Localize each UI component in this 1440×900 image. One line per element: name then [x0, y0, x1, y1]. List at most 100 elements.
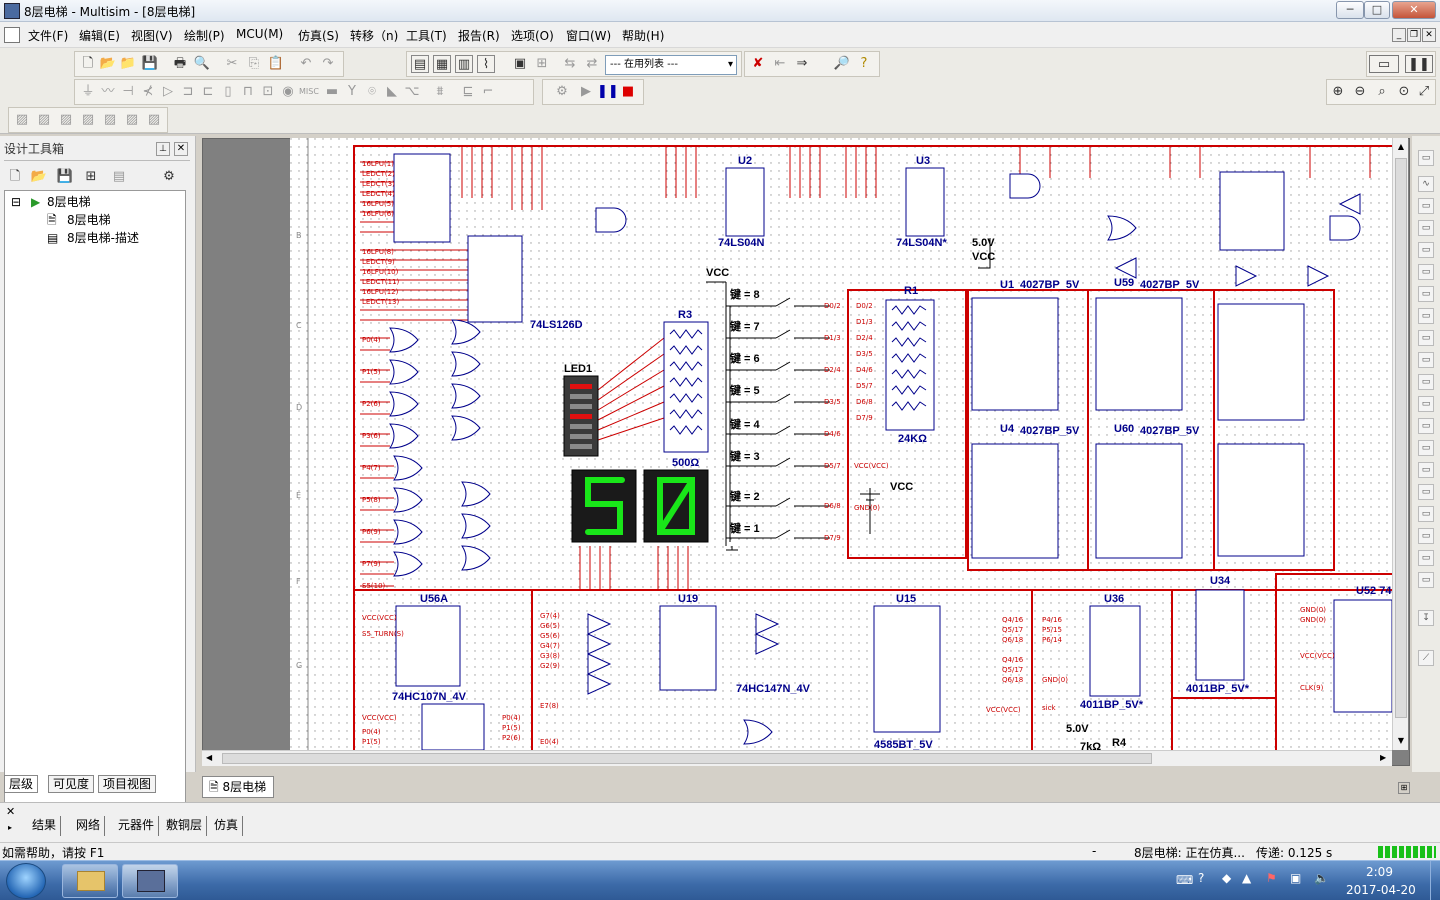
- tab-components[interactable]: 元器件: [114, 816, 160, 836]
- vertical-scrollbar[interactable]: ▲ ▼: [1392, 138, 1408, 750]
- ni-elvis-icon[interactable]: ▭: [1418, 572, 1434, 588]
- cmos-icon[interactable]: ⊏: [202, 84, 214, 99]
- ni-icon[interactable]: ◣: [387, 84, 397, 99]
- clock-date[interactable]: 2017-04-20: [1346, 883, 1416, 897]
- frequency-counter-icon[interactable]: ▭: [1418, 286, 1434, 302]
- menu-file[interactable]: 文件(F): [28, 29, 69, 43]
- mdi-minimize-icon[interactable]: _: [1392, 28, 1406, 42]
- document-icon[interactable]: [4, 27, 20, 43]
- clock-time[interactable]: 2:09: [1366, 865, 1393, 879]
- save-design-icon[interactable]: 💾: [56, 169, 74, 184]
- spectrum-analyzer-icon[interactable]: ▭: [1418, 418, 1434, 434]
- panel-close-icon[interactable]: ✕: [174, 142, 188, 156]
- scroll-right-icon[interactable]: ▶: [1380, 753, 1387, 762]
- source-icon[interactable]: ⏚: [81, 84, 95, 99]
- tab-nets[interactable]: 网络: [72, 816, 106, 836]
- output-close-icon[interactable]: ✕: [6, 805, 16, 818]
- horizontal-scroll-thumb[interactable]: [222, 753, 1152, 764]
- erc-icon[interactable]: ⇆: [564, 56, 576, 71]
- scroll-up-icon[interactable]: ▲: [1397, 142, 1405, 151]
- logic-converter-icon[interactable]: ▭: [1418, 330, 1434, 346]
- word-generator-icon[interactable]: ▭: [1418, 308, 1434, 324]
- menu-edit[interactable]: 编辑(E): [79, 29, 120, 43]
- design-toolbox-icon[interactable]: ▤: [411, 55, 429, 73]
- open-sample-icon[interactable]: 📁: [119, 56, 137, 71]
- print-icon[interactable]: 🖶: [173, 56, 187, 71]
- connector-icon[interactable]: ⌥: [404, 84, 420, 99]
- taskbar-multisim-button[interactable]: [122, 864, 178, 898]
- show-desktop-button[interactable]: [1430, 861, 1440, 900]
- tree-item-schematic[interactable]: 8层电梯: [67, 213, 111, 227]
- start-button-icon[interactable]: [6, 863, 46, 899]
- maximize-button[interactable]: □: [1364, 1, 1390, 19]
- spreadsheet-icon[interactable]: ▦: [433, 55, 451, 73]
- misc-icon[interactable]: MISC: [299, 87, 319, 96]
- copy-icon[interactable]: ⎘: [248, 56, 260, 71]
- vertical-scroll-thumb[interactable]: [1395, 158, 1407, 718]
- volume-icon[interactable]: 🔈: [1314, 871, 1329, 885]
- menu-view[interactable]: 视图(V): [131, 29, 173, 43]
- bode-plotter-icon[interactable]: ▭: [1418, 264, 1434, 280]
- basic-icon[interactable]: 〰: [101, 84, 115, 99]
- paste-icon[interactable]: 📋: [267, 56, 285, 71]
- tree-collapse-icon[interactable]: ⊟: [11, 195, 22, 209]
- tab-project-view[interactable]: 项目视图: [98, 775, 157, 793]
- ttl-icon[interactable]: ⊐: [182, 84, 194, 99]
- misc-digital-icon[interactable]: ⊓: [242, 84, 254, 99]
- minimize-button[interactable]: ─: [1336, 1, 1364, 19]
- zoom-in-icon[interactable]: ⊕: [1332, 84, 1344, 99]
- current-probe-icon[interactable]: ↧: [1418, 610, 1434, 626]
- zoom-full-icon[interactable]: ⤢: [1418, 84, 1430, 99]
- multisim-app-icon[interactable]: [4, 3, 20, 19]
- network-icon[interactable]: ▣: [1290, 871, 1302, 885]
- menu-transfer[interactable]: 转移（n): [350, 29, 399, 43]
- cut-icon[interactable]: ✂: [226, 56, 238, 71]
- network-analyzer-icon[interactable]: ▭: [1418, 440, 1434, 456]
- advanced-peripherals-icon[interactable]: ▬: [325, 84, 339, 99]
- four-channel-scope-icon[interactable]: ▭: [1418, 242, 1434, 258]
- pin-icon[interactable]: ⊥: [156, 142, 170, 156]
- iv-analyzer-icon[interactable]: ▭: [1418, 374, 1434, 390]
- tab-copper-layers[interactable]: 敷铜层: [162, 816, 208, 836]
- menu-help[interactable]: 帮助(H): [622, 29, 665, 43]
- component-wizard-icon[interactable]: ▣: [513, 56, 527, 71]
- mdi-close-icon[interactable]: ✕: [1422, 28, 1436, 42]
- agilent-generator-icon[interactable]: ▭: [1418, 462, 1434, 478]
- distortion-analyzer-icon[interactable]: ▭: [1418, 396, 1434, 412]
- pause-panel-icon[interactable]: ❚❚: [1405, 55, 1433, 73]
- new-design-icon[interactable]: 🗋: [9, 169, 21, 184]
- grapher-icon[interactable]: ⌇: [477, 55, 495, 73]
- action-center-icon[interactable]: ⚑: [1266, 871, 1277, 885]
- mixed-icon[interactable]: ⊡: [262, 84, 274, 99]
- tab-visibility[interactable]: 可见度: [48, 775, 95, 793]
- graphic-4-icon[interactable]: ▨: [81, 112, 95, 127]
- menu-simulate[interactable]: 仿真(S): [298, 29, 339, 43]
- simulate-switch-icon[interactable]: ⚙: [556, 84, 568, 99]
- zoom-area-icon[interactable]: ⌕: [1378, 84, 1386, 99]
- print-preview-icon[interactable]: 🔍: [193, 56, 211, 71]
- open-design-icon[interactable]: 📂: [30, 169, 48, 184]
- electromech-icon[interactable]: ⌾: [368, 84, 376, 99]
- tektronix-scope-icon[interactable]: ▭: [1418, 528, 1434, 544]
- find-examples-icon[interactable]: 🔎: [833, 56, 851, 71]
- transistor-icon[interactable]: ⊀: [142, 84, 154, 99]
- horizontal-scrollbar[interactable]: ◀ ▶: [202, 750, 1392, 766]
- postprocessor-icon[interactable]: ⊞: [536, 56, 548, 71]
- taskbar-explorer-button[interactable]: [62, 864, 118, 898]
- multimeter-icon[interactable]: ▭: [1418, 150, 1434, 166]
- wattmeter-icon[interactable]: ▭: [1418, 198, 1434, 214]
- sheet-tab-corner-icon[interactable]: ⊞: [1398, 782, 1410, 794]
- in-use-list-select[interactable]: --- 在用列表 --- ▾: [605, 55, 737, 75]
- graphic-7-icon[interactable]: ▨: [147, 112, 161, 127]
- show-hidden-icon[interactable]: ▲: [1242, 871, 1252, 885]
- save-icon[interactable]: 💾: [141, 56, 159, 71]
- tree-root-label[interactable]: 8层电梯: [47, 195, 91, 209]
- help-tray-icon[interactable]: ?: [1198, 871, 1205, 885]
- zoom-fit-icon[interactable]: ⊙: [1398, 84, 1410, 99]
- menu-place[interactable]: 绘制(P): [184, 29, 225, 43]
- tab-results[interactable]: 结果: [28, 816, 62, 836]
- run-icon[interactable]: ▶: [581, 84, 591, 99]
- menu-mcu[interactable]: MCU(M): [236, 27, 284, 41]
- output-expand-icon[interactable]: ▸: [8, 823, 13, 832]
- tree-item-description[interactable]: 8层电梯-描述: [67, 231, 139, 245]
